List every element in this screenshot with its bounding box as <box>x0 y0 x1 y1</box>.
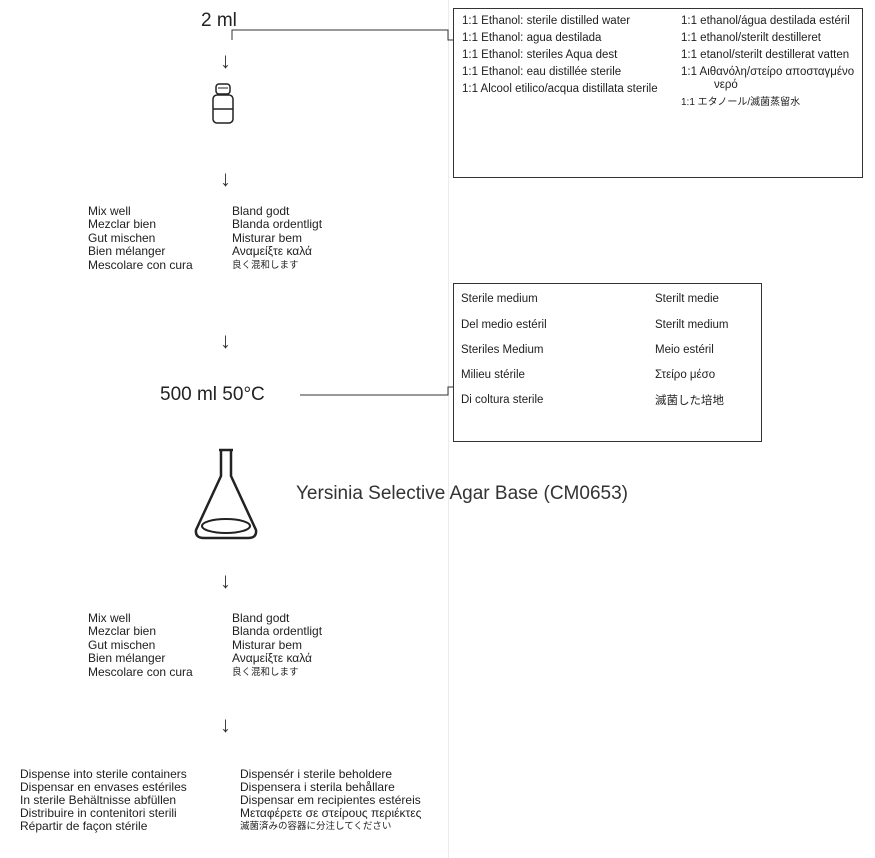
mix-item: Mix well <box>88 611 131 625</box>
ethanol-item: 1:1 etanol/sterilt destillerat vatten <box>681 49 850 61</box>
medium-item: Sterile medium <box>461 293 538 305</box>
dispense-item: In sterile Behältnisse abfüllen <box>20 793 177 807</box>
medium-item: Στείρο μέσο <box>655 369 716 381</box>
mix-item: Gut mischen <box>88 230 156 245</box>
ethanol-item: 1:1 Alcool etilico/acqua distillata ster… <box>462 83 658 95</box>
dispense-item: Dispensér i sterile beholdere <box>240 767 393 781</box>
mix-list-left: Mix well Mezclar bien Gut mischen Bien m… <box>88 611 193 679</box>
ethanol-item: 1:1 Ethanol: steriles Aqua dest <box>462 49 618 61</box>
mix-item: Bien mélanger <box>88 244 166 259</box>
sterile-medium-box: Sterile medium Del medio estéril Sterile… <box>453 283 762 442</box>
mix-item: Mix well <box>88 204 131 218</box>
ethanol-item: 1:1 Ethanol: eau distillée sterile <box>462 66 622 78</box>
mix-item: Mezclar bien <box>88 217 157 232</box>
ethanol-item: 1:1 エタノール/滅菌蒸留水 <box>681 97 801 108</box>
mix-item: Αναμείξτε καλά <box>232 651 312 666</box>
medium-item: Di coltura sterile <box>461 394 544 406</box>
ethanol-item: 1:1 ethanol/água destilada estéril <box>681 15 850 27</box>
ethanol-item: 1:1 Ethanol: sterile distilled water <box>462 15 631 27</box>
medium-item: Sterilt medium <box>655 319 729 331</box>
dispense-item: Μεταφέρετε σε στείρους περιέκτες <box>240 806 422 820</box>
dispense-list-right: Dispensér i sterile beholdere Dispensera… <box>240 768 421 833</box>
bottle-icon <box>212 83 234 124</box>
flask-icon <box>194 448 258 540</box>
medium-item: Del medio estéril <box>461 319 547 331</box>
mix-list-left: Mix well Mezclar bien Gut mischen Bien m… <box>88 204 193 272</box>
dispense-item: Répartir de façon stérile <box>20 819 148 833</box>
mix-item: Misturar bem <box>232 637 303 652</box>
mix-item: Bland godt <box>232 204 290 218</box>
mix-item: Mescolare con cura <box>88 664 193 679</box>
mix-item: Bland godt <box>232 611 290 625</box>
mix-list-right: Bland godt Blanda ordentligt Misturar be… <box>232 611 323 679</box>
dispense-item: Dispensera i sterila behållare <box>240 780 395 794</box>
ethanol-item: 1:1 Αιθανόλη/στείρο αποσταγμένο νερό <box>681 66 855 91</box>
dispense-item: Distribuire in contenitori sterili <box>20 806 177 820</box>
medium-item: Meio estéril <box>655 344 714 356</box>
ethanol-item: 1:1 Ethanol: agua destilada <box>462 32 602 44</box>
flow-arrow: ↓ <box>220 712 231 737</box>
mix-item: Blanda ordentligt <box>232 624 323 639</box>
flow-arrow: ↓ <box>220 48 231 73</box>
mix-item: Blanda ordentligt <box>232 217 323 232</box>
dispense-item: Dispensar em recipientes estéreis <box>240 793 421 807</box>
product-title: Yersinia Selective Agar Base (CM0653) <box>296 483 628 504</box>
flow-arrow: ↓ <box>220 568 231 593</box>
ethanol-list-left: 1:1 Ethanol: sterile distilled water 1:1… <box>462 15 668 100</box>
medium-item: Milieu stérile <box>461 369 525 381</box>
mix-item: Bien mélanger <box>88 651 166 666</box>
ethanol-item: 1:1 ethanol/sterilt destilleret <box>681 32 821 44</box>
dispense-item: 滅菌済みの容器に分注してください <box>240 821 392 832</box>
dispense-list-left: Dispense into sterile containers Dispens… <box>20 768 187 833</box>
dispense-item: Dispensar en envases estériles <box>20 780 187 794</box>
mix-item: Misturar bem <box>232 230 303 245</box>
ethanol-solvent-box: 1:1 Ethanol: sterile distilled water 1:1… <box>453 8 863 178</box>
mix-item: Gut mischen <box>88 637 156 652</box>
medium-item: Steriles Medium <box>461 344 544 356</box>
mix-item: Αναμείξτε καλά <box>232 244 312 259</box>
mix-item: Mescolare con cura <box>88 257 193 272</box>
mix-list-right: Bland godt Blanda ordentligt Misturar be… <box>232 204 323 272</box>
flow-arrow: ↓ <box>220 166 231 191</box>
medium-item: Sterilt medie <box>655 293 719 305</box>
flow-arrow: ↓ <box>220 328 231 353</box>
mix-item: Mezclar bien <box>88 624 157 639</box>
mix-item: 良く混和します <box>232 666 299 678</box>
dispense-item: Dispense into sterile containers <box>20 767 187 781</box>
ethanol-list-right: 1:1 ethanol/água destilada estéril 1:1 e… <box>681 15 861 113</box>
mix-item: 良く混和します <box>232 259 299 271</box>
volume-label: 2 ml <box>201 10 237 31</box>
medium-item: 滅菌した培地 <box>655 395 724 407</box>
page-fold <box>448 0 449 858</box>
medium-volume-label: 500 ml 50°C <box>160 384 265 405</box>
